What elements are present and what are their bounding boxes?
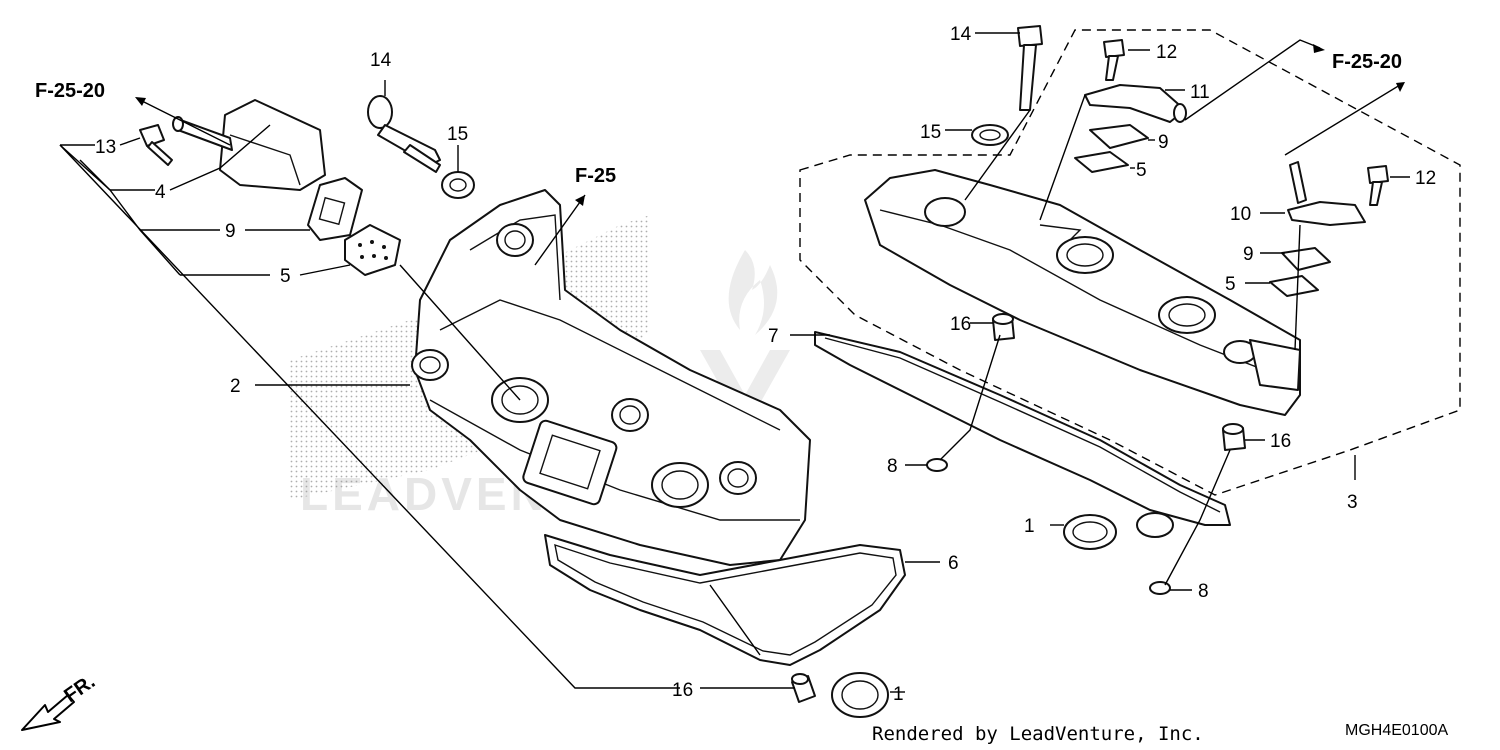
part-6-gasket xyxy=(544,534,906,666)
part-5-grommet-left xyxy=(344,224,401,276)
part-14-bolt-left xyxy=(367,95,441,173)
callout-3: 3 xyxy=(1347,492,1358,513)
callout-labels: 1 1 2 3 4 5 5 5 6 7 8 8 9 9 9 10 11 12 1… xyxy=(95,24,1436,705)
part-7-gasket xyxy=(814,331,1231,538)
part-15-seal-right xyxy=(971,124,1009,146)
callout-8-right: 8 xyxy=(1198,581,1209,602)
ref-left: F-25-20 xyxy=(35,80,105,102)
part-13-bolt xyxy=(139,124,173,166)
part-5-grommet-right-top xyxy=(1074,151,1129,173)
callout-10: 10 xyxy=(1230,204,1251,225)
callout-9-left: 9 xyxy=(225,221,236,242)
part-1-seal-bottom xyxy=(831,672,889,718)
callout-1-right: 1 xyxy=(1024,516,1035,537)
part-3-head-cover xyxy=(864,169,1301,416)
callout-15-right: 15 xyxy=(920,122,941,143)
part-5-grommet-right-lower xyxy=(1269,275,1319,297)
callout-12-top: 12 xyxy=(1156,42,1177,63)
part-8-plug-right xyxy=(1149,581,1171,595)
callout-9-right-top: 9 xyxy=(1158,132,1169,153)
leader-lines xyxy=(59,32,1410,693)
part-9-pad-right-lower xyxy=(1281,247,1331,271)
callout-7: 7 xyxy=(768,326,779,347)
part-2-head-cover xyxy=(411,189,811,566)
callout-2: 2 xyxy=(230,376,241,397)
callout-12-right: 12 xyxy=(1415,168,1436,189)
reference-labels: F-25-20 F-25 F-25-20 xyxy=(35,51,1402,187)
part-15-seal-left xyxy=(441,171,475,199)
callout-13: 13 xyxy=(95,137,116,158)
callout-14-right: 14 xyxy=(950,24,972,45)
front-direction-indicator: FR. xyxy=(21,671,99,731)
callout-1-bottom: 1 xyxy=(893,684,904,705)
diagram-code: MGH4E0100A xyxy=(1345,722,1448,739)
ref-right: F-25-20 xyxy=(1332,51,1402,73)
part-16-dowel-bottom xyxy=(791,673,816,703)
part-9-pad-left xyxy=(307,177,363,241)
front-arrow-icon xyxy=(21,694,75,731)
callout-5-left: 5 xyxy=(280,266,291,287)
callout-5-right-top: 5 xyxy=(1136,160,1147,181)
part-12-bolt-right xyxy=(1367,165,1389,206)
part-8-plug-left xyxy=(926,458,948,472)
callout-6: 6 xyxy=(948,553,959,574)
part-11-bracket xyxy=(1084,84,1187,123)
part-1-seal-right xyxy=(1063,514,1117,550)
part-14-bolt-right xyxy=(1017,25,1043,111)
callout-16-upper: 16 xyxy=(950,314,971,335)
part-10-bracket xyxy=(1287,161,1366,226)
callout-11: 11 xyxy=(1190,82,1210,103)
part-16-dowel-upper xyxy=(992,313,1015,341)
credit-text: Rendered by LeadVenture, Inc. xyxy=(872,723,1204,745)
callout-15-left: 15 xyxy=(447,124,468,145)
part-16-dowel-right xyxy=(1222,423,1246,451)
callout-5-right-lower: 5 xyxy=(1225,274,1236,295)
ref-mid: F-25 xyxy=(575,165,616,187)
callout-16-bottom: 16 xyxy=(672,680,693,701)
part-12-bolt-top xyxy=(1103,39,1125,81)
callout-14-left: 14 xyxy=(370,50,392,71)
callout-9-right-lower: 9 xyxy=(1243,244,1254,265)
callout-16-right: 16 xyxy=(1270,431,1291,452)
part-4-unit xyxy=(172,99,326,191)
callout-4: 4 xyxy=(155,182,166,203)
part-9-pad-right-top xyxy=(1089,124,1149,149)
callout-8-left: 8 xyxy=(887,456,898,477)
